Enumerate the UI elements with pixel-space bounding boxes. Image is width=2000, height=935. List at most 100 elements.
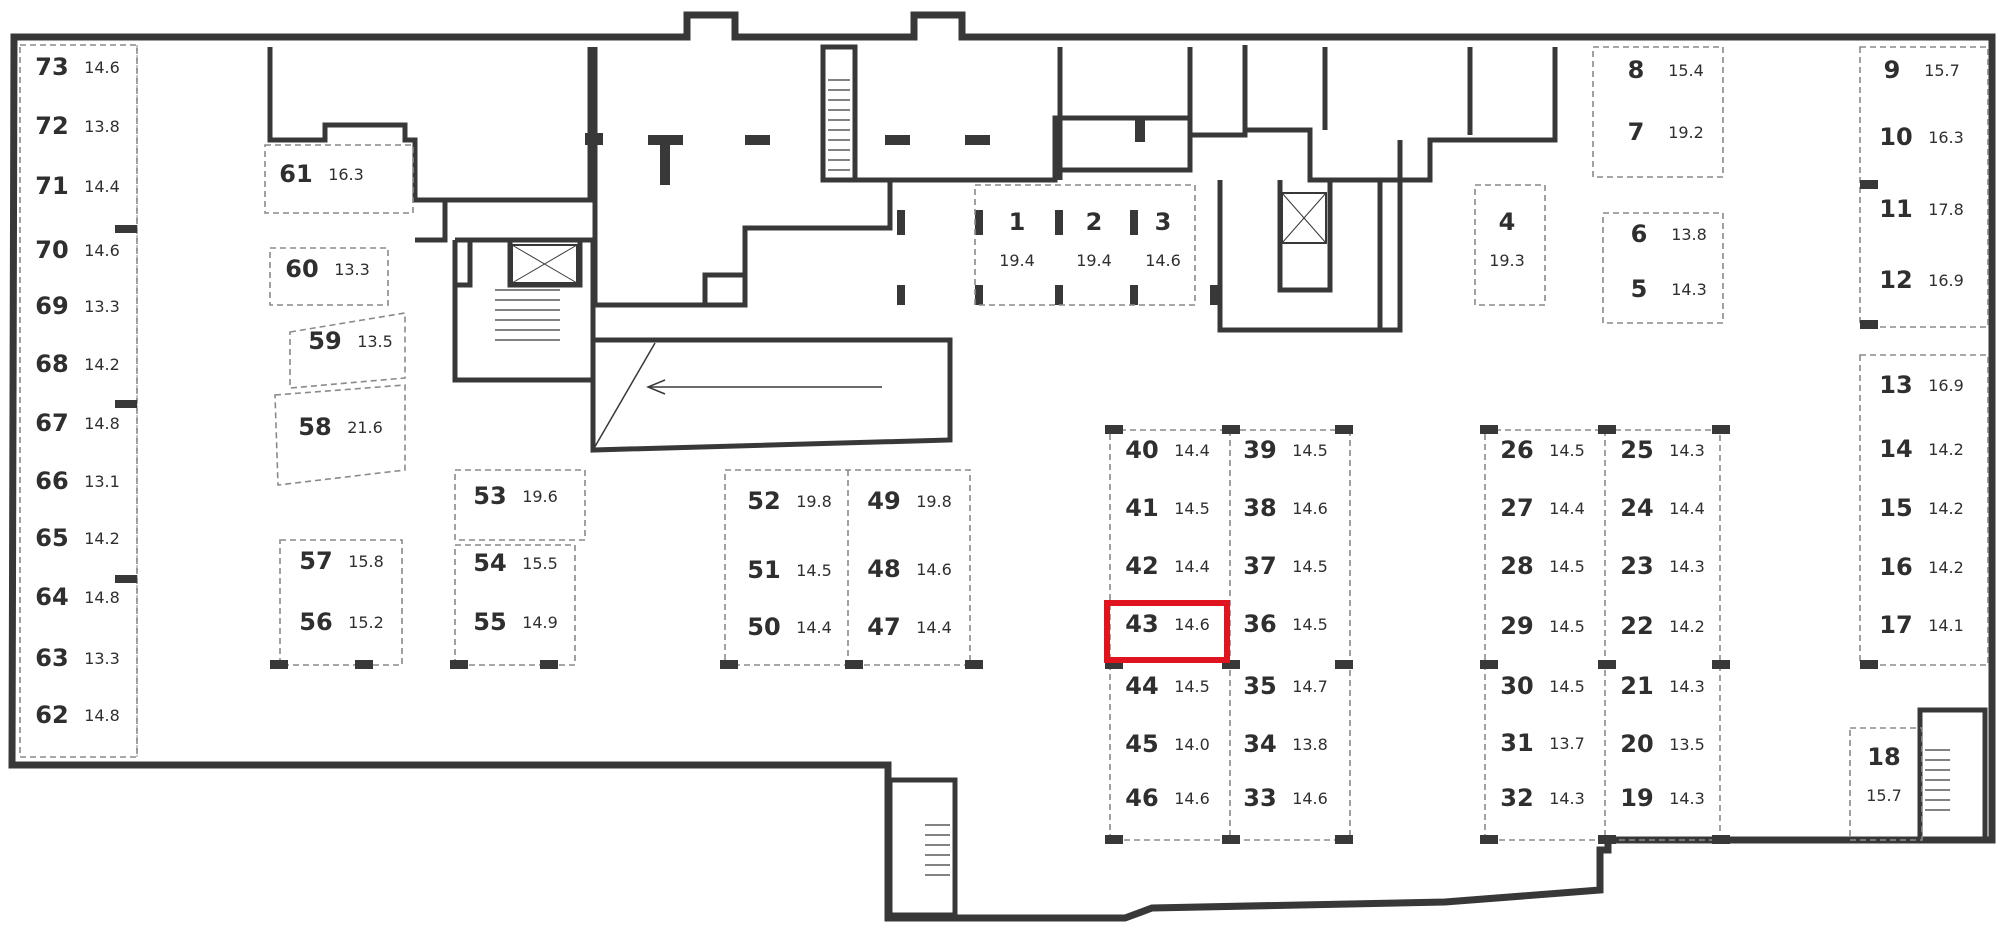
spot-area: 14.8 bbox=[84, 706, 120, 725]
spot-number: 47 bbox=[867, 613, 900, 641]
spot-number: 57 bbox=[299, 547, 332, 575]
spot-number: 38 bbox=[1243, 494, 1276, 522]
parking-spot-4[interactable]: 419.3 bbox=[1475, 205, 1539, 275]
spot-number: 25 bbox=[1620, 436, 1653, 464]
spot-area: 14.6 bbox=[1174, 615, 1210, 634]
spot-area: 14.5 bbox=[1174, 677, 1210, 696]
spot-area: 14.2 bbox=[84, 355, 120, 374]
spot-number: 27 bbox=[1500, 494, 1533, 522]
spot-number: 60 bbox=[285, 255, 318, 283]
spot-number: 6 bbox=[1631, 220, 1648, 248]
parking-spot-3[interactable]: 314.6 bbox=[1131, 205, 1195, 275]
spot-area: 14.9 bbox=[522, 613, 558, 632]
spot-area: 14.6 bbox=[1174, 789, 1210, 808]
spot-area: 13.5 bbox=[357, 332, 393, 351]
parking-spot-43[interactable]: 43 14.6 bbox=[1120, 607, 1230, 645]
parking-spot-2[interactable]: 219.4 bbox=[1062, 205, 1126, 275]
spot-number: 43 bbox=[1125, 610, 1158, 638]
parking-spot-57[interactable]: 57 15.8 bbox=[294, 544, 404, 582]
spot-number: 26 bbox=[1500, 436, 1533, 464]
spot-number: 7 bbox=[1628, 118, 1645, 146]
spot-number: 73 bbox=[35, 53, 68, 81]
spot-number: 64 bbox=[35, 583, 68, 611]
spot-number: 34 bbox=[1243, 730, 1276, 758]
spot-area: 14.3 bbox=[1671, 280, 1707, 299]
spot-area: 14.8 bbox=[84, 414, 120, 433]
spot-area: 14.6 bbox=[1145, 251, 1181, 270]
spot-number: 40 bbox=[1125, 436, 1158, 464]
spot-area: 15.8 bbox=[348, 552, 384, 571]
spot-area: 14.5 bbox=[1174, 499, 1210, 518]
spot-number: 48 bbox=[867, 555, 900, 583]
parking-spot-1[interactable]: 119.4 bbox=[985, 205, 1049, 275]
